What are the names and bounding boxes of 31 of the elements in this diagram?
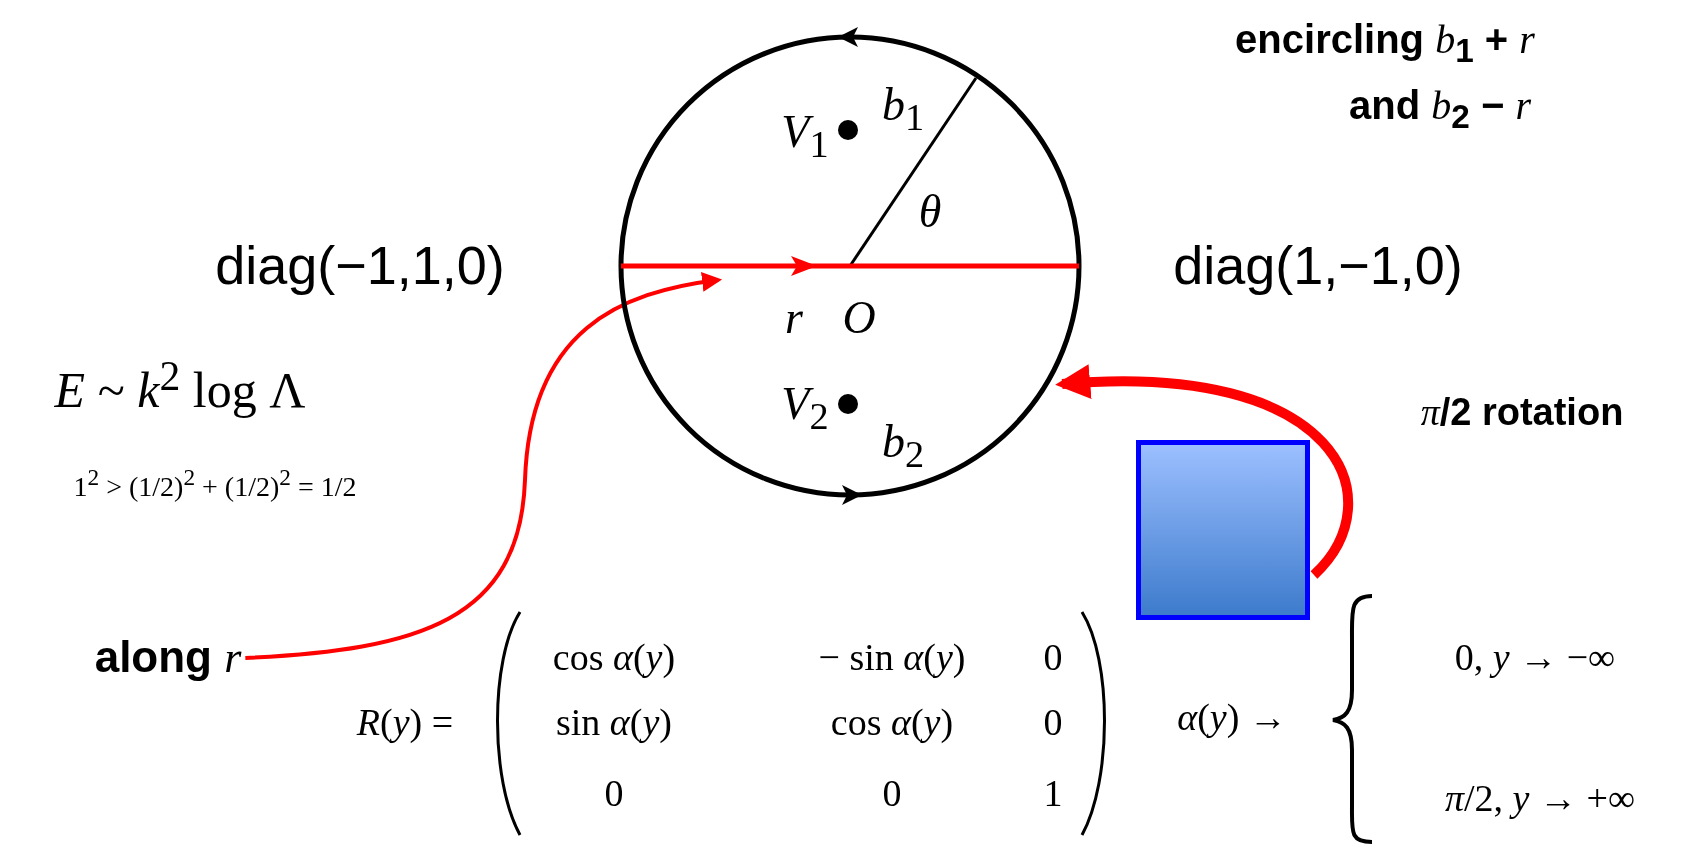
matrix-label: diag(1,−1,0) — [1173, 236, 1463, 296]
formula: 1$^{2}$ > (1/2)$^{2}$ + (1/2)$^{2}$ = 1/2 — [73, 465, 357, 503]
matrix-entry: cos α(y) — [830, 702, 954, 744]
matrix-entry: 0 — [1043, 637, 1063, 679]
arrow — [245, 272, 723, 660]
square — [1136, 440, 1310, 620]
matrix-entry: cos α(y) — [552, 637, 676, 679]
diameter-line — [621, 254, 1079, 278]
matrix-entry: sin α(y) — [556, 702, 672, 744]
formula: π/2, y → +∞ — [1445, 778, 1635, 820]
matrix-entry: 0 — [882, 773, 902, 815]
point-label: V$_{1}$ — [781, 106, 829, 166]
annotation: encircling b$_{1}$ + r — [1235, 16, 1535, 70]
formula: α(y) → — [1177, 697, 1287, 739]
annotation: and b$_{2}$ − r — [1349, 82, 1531, 136]
arrow — [1055, 365, 1353, 579]
matrix-entry: 1 — [1043, 773, 1063, 815]
matrix-entry: − sin α(y) — [818, 637, 966, 679]
formula: E ~ k$^{2}$ log Λ — [54, 353, 306, 419]
matrix-entry: 0 — [604, 773, 624, 815]
formula: 0, y → −∞ — [1454, 637, 1616, 679]
formula: R(y) = — [356, 702, 454, 744]
point-label: b$_{1}$ — [881, 79, 925, 139]
point-label: V$_{2}$ — [781, 378, 829, 438]
point-label: b$_{2}$ — [881, 416, 925, 476]
length-label: r — [785, 292, 803, 344]
point-label: O — [842, 292, 876, 344]
text-label: along r — [94, 633, 242, 683]
matrix-entry: 0 — [1043, 702, 1063, 744]
matrix-label: diag(−1,1,0) — [215, 236, 505, 296]
angle-label: θ — [918, 186, 942, 238]
